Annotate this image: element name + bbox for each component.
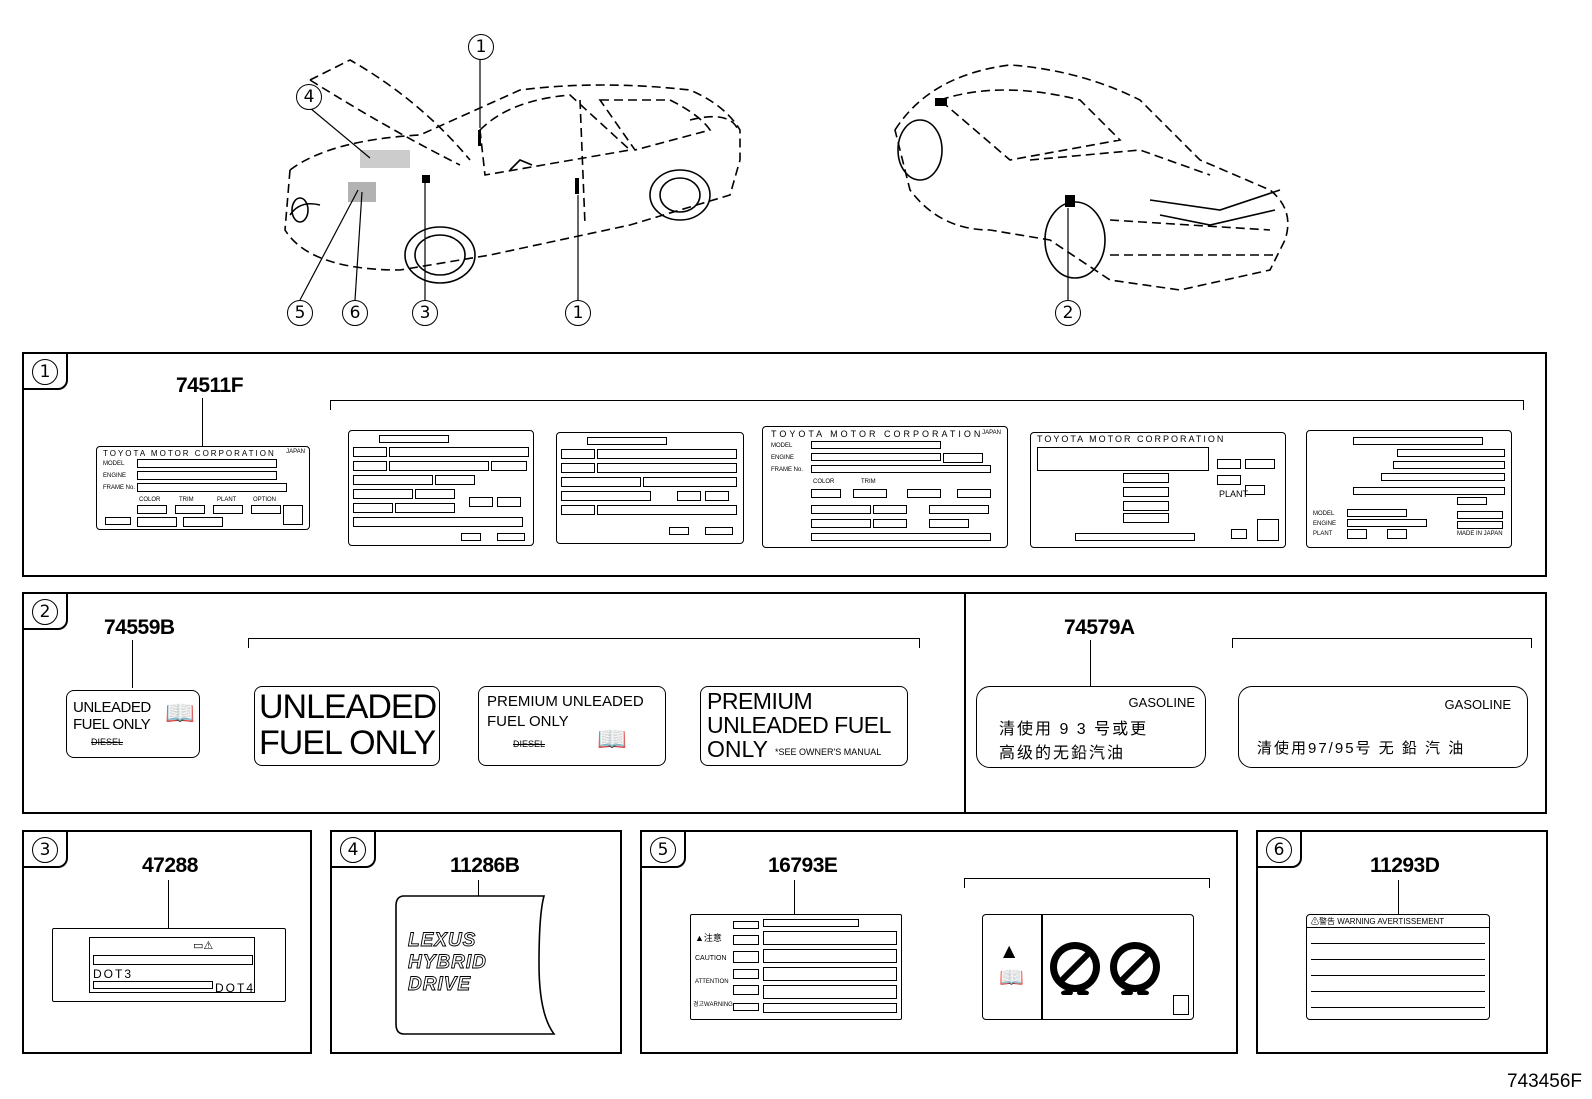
part-number-16793E: 16793E — [768, 854, 838, 877]
no-flame-icon — [1050, 942, 1100, 995]
book-info-icon: 📖 — [597, 725, 627, 753]
part-number-11286B: 11286B — [450, 854, 520, 877]
callout-1-bottom: 1 — [565, 300, 591, 326]
fuel-label-unleaded-big: UNLEADED FUEL ONLY — [254, 686, 440, 766]
lexus-text: LEXUS — [408, 930, 476, 951]
part-number-11293D: 11293D — [1370, 854, 1440, 877]
plate-tmc-d: TOYOTA MOTOR CORPORATION JAPAN MODEL ENG… — [762, 426, 1008, 548]
plate-b — [348, 430, 534, 546]
callout-6-bottom: 6 — [342, 300, 368, 326]
panel-3-callout: 3 — [32, 837, 58, 863]
plate-f: MODEL ENGINE PLANT MADE IN JAPAN — [1306, 430, 1512, 548]
callout-5-bottom: 5 — [287, 300, 313, 326]
panel-6-warning-label: 6 11293D ⚠警告 WARNING AVERTISSEMENT — [1256, 830, 1548, 1054]
warning-triangle-icon: ▲ — [1003, 941, 1016, 960]
figure-id: 743456F — [1506, 1071, 1582, 1092]
caution-label: ▲注意 CAUTION ATTENTION 경고WARNING — [690, 914, 902, 1020]
manual-book-icon: 📖 — [999, 965, 1024, 989]
panel-4-callout: 4 — [340, 837, 366, 863]
part-number-74559B: 74559B — [104, 616, 175, 639]
fuel-label-premium-big: PREMIUM UNLEADED FUEL ONLY *SEE OWNER'S … — [700, 686, 908, 766]
plate-tmc-a: TOYOTA MOTOR CORPORATION JAPAN MODEL ENG… — [96, 446, 310, 530]
part-number-47288: 47288 — [142, 854, 198, 877]
panel-6-callout: 6 — [1266, 837, 1292, 863]
warning-avertissement-label: ⚠警告 WARNING AVERTISSEMENT — [1306, 914, 1490, 1020]
callout-3-bottom: 3 — [412, 300, 438, 326]
fuel-label-gasoline-97: GASOLINE 清使用97/95号 无 鉛 汽 油 — [1238, 686, 1528, 768]
panel-5-caution-labels: 5 16793E ▲注意 CAUTION ATTENTION 경고WARNING… — [640, 830, 1238, 1054]
callout-4-top: 4 — [296, 84, 322, 110]
book-info-icon: 📖 — [165, 699, 195, 727]
part-number-74579A: 74579A — [1064, 616, 1135, 639]
fuel-label-gasoline-93: GASOLINE 清使用 9 3 号或更 高级的无鉛汽油 — [976, 686, 1206, 768]
no-spark-icon — [1110, 942, 1160, 995]
brake-fluid-label: ▭⚠ DOT3 DOT4 — [52, 928, 286, 1002]
callout-1-top: 1 — [468, 34, 494, 60]
part-number-74511F: 74511F — [176, 374, 244, 397]
no-smoking-caution-label: ▲ 📖 — [982, 914, 1194, 1020]
lexus-hybrid-drive-emblem: LEXUS HYBRID DRIVE — [395, 895, 556, 1035]
fuel-label-premium-small: PREMIUM UNLEADED FUEL ONLY DIESEL 📖 — [478, 686, 666, 766]
panel-5-callout: 5 — [650, 837, 676, 863]
panel-3-brake-fluid: 3 47288 ▭⚠ DOT3 DOT4 — [22, 830, 312, 1054]
panel-2-callout: 2 — [32, 599, 58, 625]
drive-text: DRIVE — [408, 974, 471, 995]
plate-c — [556, 432, 744, 544]
fuel-label-unleaded-small: UNLEADED FUEL ONLY 📖 DIESEL — [66, 690, 200, 758]
callout-2-bottom: 2 — [1055, 300, 1081, 326]
car-front-illustration — [284, 59, 741, 301]
panel-1-vehicle-plates: 1 74511F TOYOTA MOTOR CORPORATION JAPAN … — [22, 352, 1547, 577]
plate-tmc-e: TOYOTA MOTOR CORPORATION PLANT — [1030, 432, 1286, 548]
warning-icon: ▭⚠ — [193, 939, 214, 952]
panel-1-callout: 1 — [32, 359, 58, 385]
panel-2-fuel-labels: 2 74559B 74579A UNLEADED FUEL ONLY 📖 DIE… — [22, 592, 1547, 814]
panel-4-lexus-hybrid: 4 11286B LEXUS HYBRID DRIVE — [330, 830, 622, 1054]
car-rear-illustration — [894, 64, 1289, 300]
hybrid-text: HYBRID — [408, 952, 487, 973]
